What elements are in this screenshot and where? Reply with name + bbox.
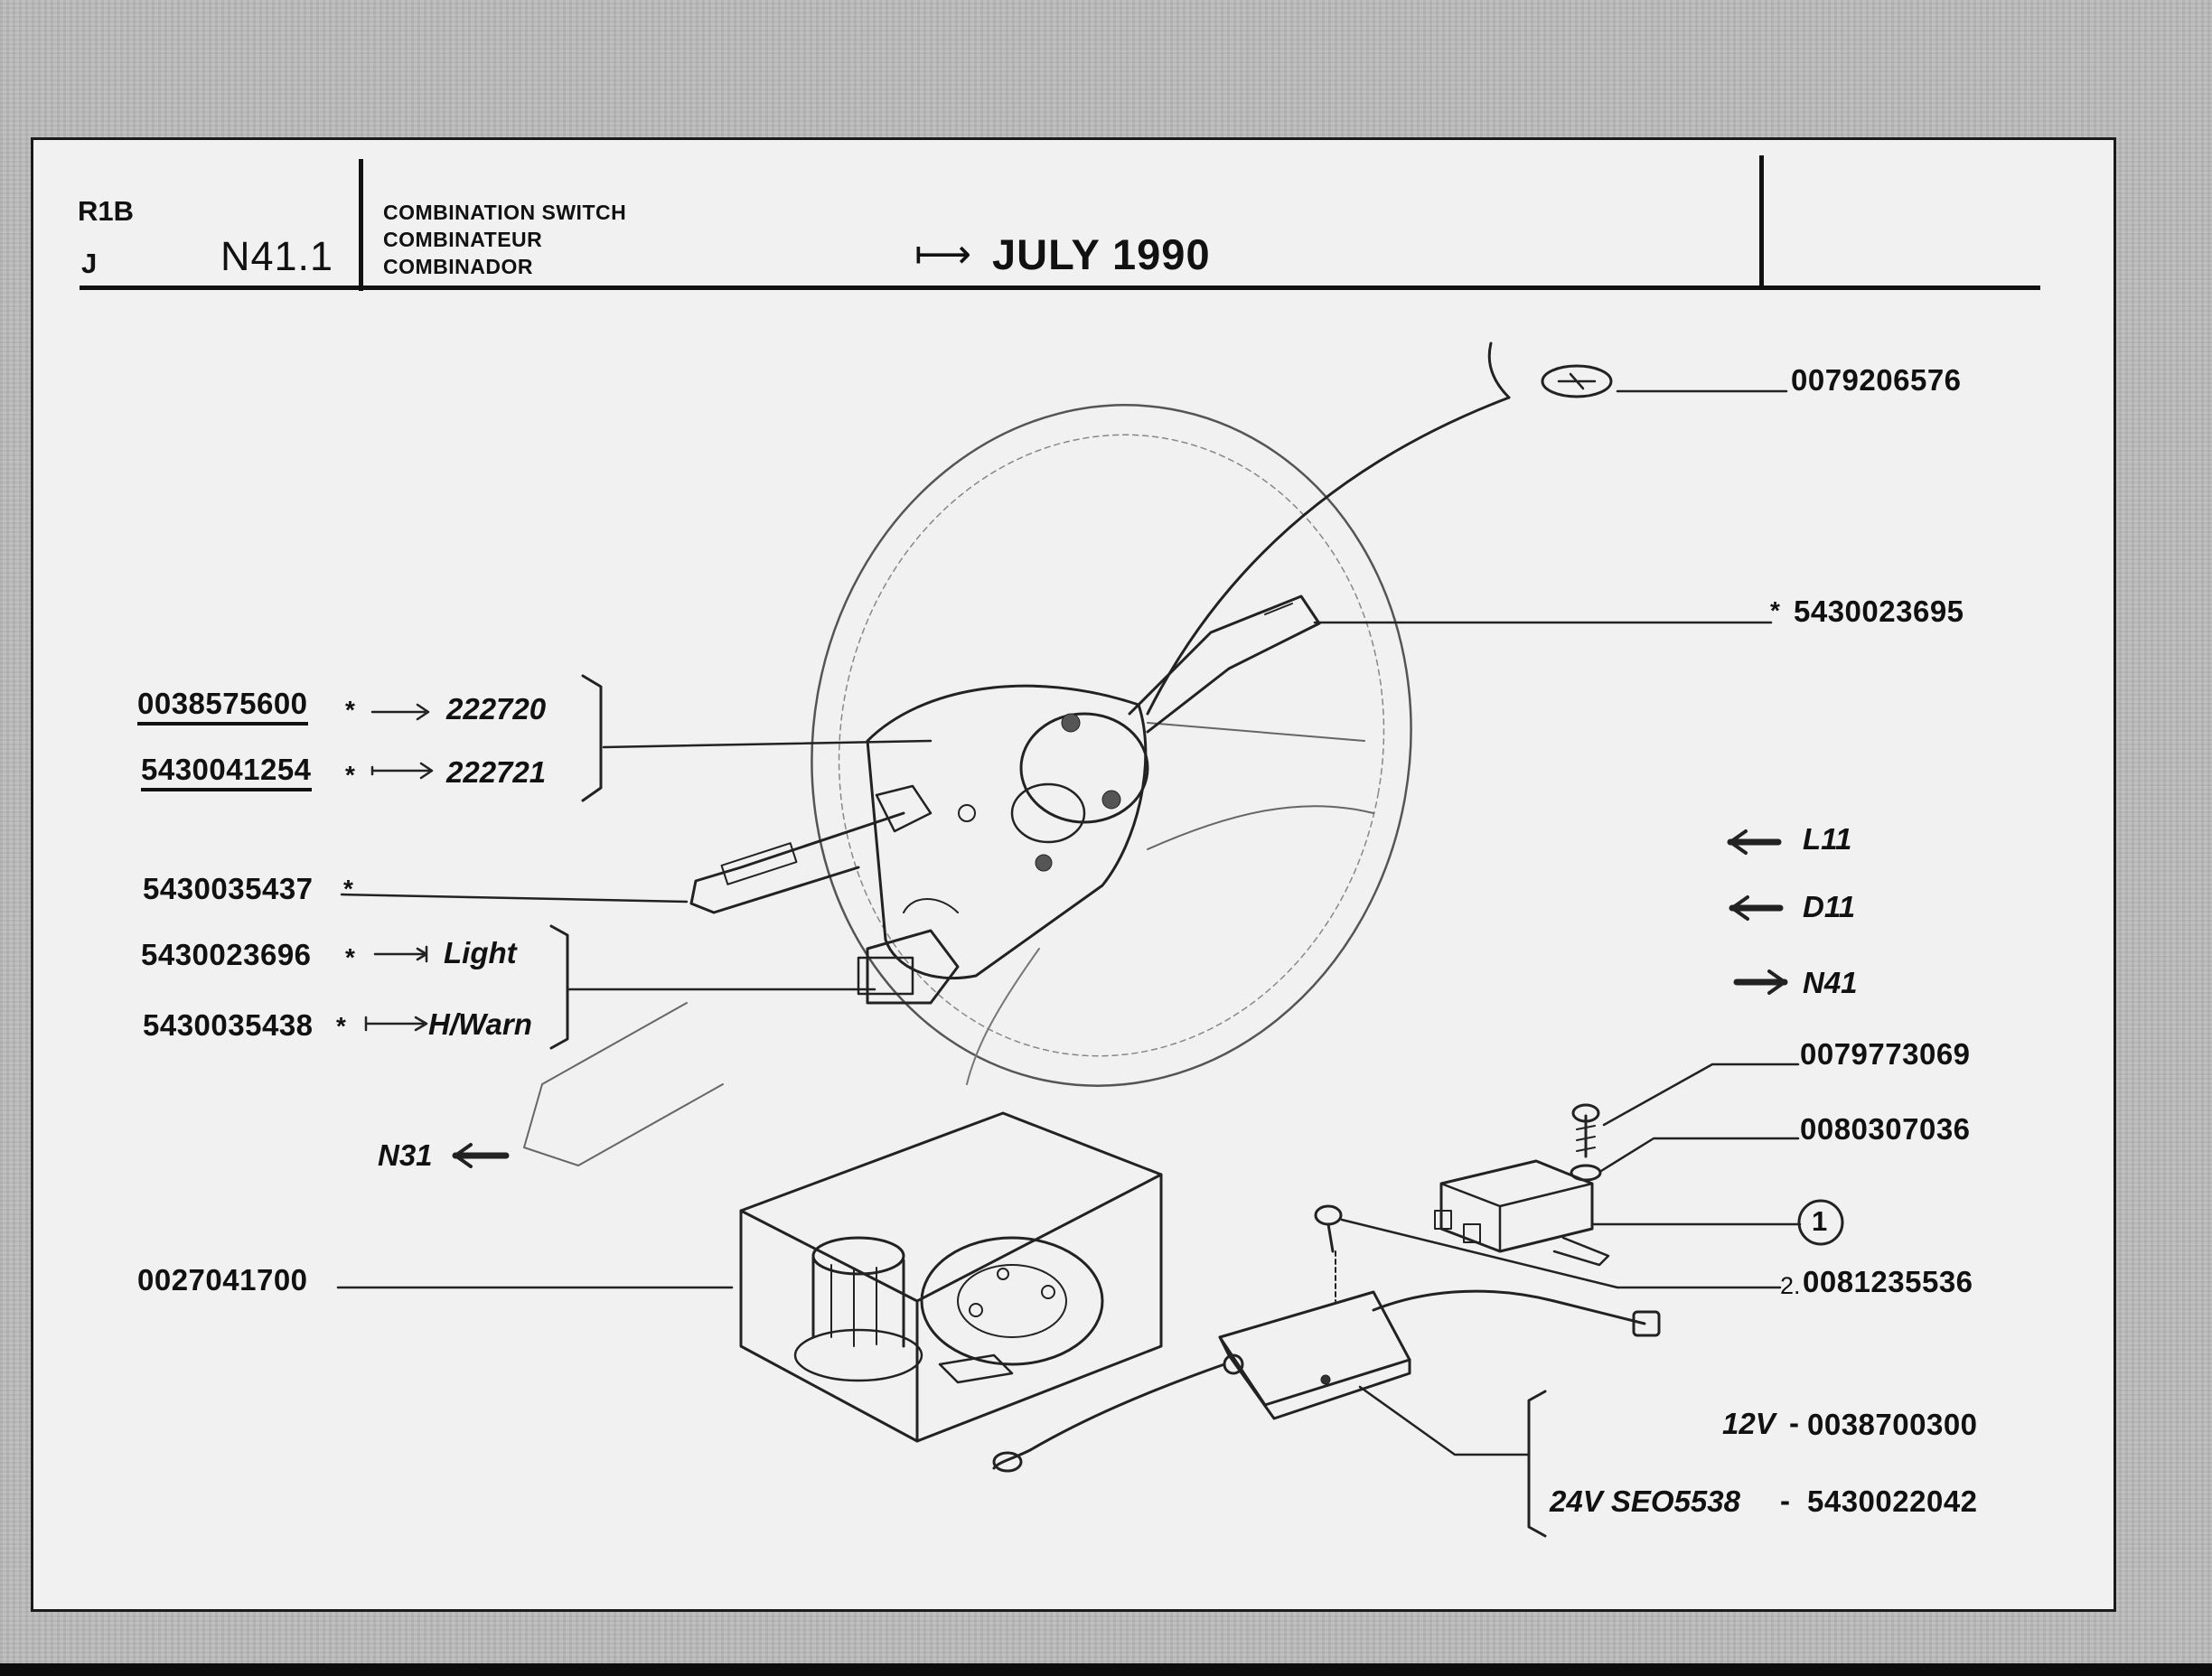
star-mark-hazard: * bbox=[336, 1012, 346, 1040]
scan-edge bbox=[0, 1663, 2212, 1676]
part-number-cover-box: 0027041700 bbox=[137, 1263, 308, 1297]
star-mark-switch-a: * bbox=[345, 696, 355, 724]
part-number-flasher-24v: 5430022042 bbox=[1807, 1484, 1978, 1518]
part-number-flasher-12v: 0038700300 bbox=[1807, 1408, 1978, 1441]
date-arrow-icon: ⟼ bbox=[914, 232, 972, 276]
title-fr: COMBINATEUR bbox=[383, 228, 543, 251]
title-en: COMBINATION SWITCH bbox=[383, 201, 627, 224]
screw-2-quantity: 2. bbox=[1780, 1272, 1801, 1299]
star-mark-light: * bbox=[345, 943, 355, 971]
part-number-indicator-lever: 5430035437 bbox=[143, 872, 314, 905]
title-es: COMBINADOR bbox=[383, 255, 533, 278]
cross-ref-l11: L11 bbox=[1803, 822, 1852, 856]
part-number-screw: 0079773069 bbox=[1800, 1037, 1971, 1071]
part-number-hazard-switch: 5430035438 bbox=[143, 1008, 314, 1042]
part-number-light-switch: 5430023696 bbox=[141, 938, 312, 971]
cross-ref-n41: N41 bbox=[1803, 966, 1858, 999]
callout-number: 1 bbox=[1812, 1205, 1828, 1237]
cross-ref-n31: N31 bbox=[378, 1138, 433, 1172]
variant-code: J bbox=[81, 248, 98, 279]
flasher-12v-label: 12V bbox=[1722, 1407, 1776, 1440]
effective-date: JULY 1990 bbox=[992, 230, 1211, 278]
model-code: R1B bbox=[78, 195, 135, 227]
parts-sheet bbox=[31, 137, 2116, 1612]
ref-switch-a: 222720 bbox=[446, 692, 547, 726]
star-mark-switch-b: * bbox=[345, 761, 355, 789]
flasher-12v-dash: - bbox=[1789, 1406, 1800, 1439]
header-rule bbox=[80, 286, 2040, 290]
part-number-washer: 0080307036 bbox=[1800, 1112, 1971, 1146]
ref-hazard-warning: H/Warn bbox=[428, 1007, 532, 1041]
flasher-24v-label: 24V SEO5538 bbox=[1550, 1484, 1740, 1518]
cross-ref-d11: D11 bbox=[1803, 890, 1856, 923]
part-number-switch-b: 5430041254 bbox=[141, 753, 312, 791]
section-code: N41.1 bbox=[220, 233, 334, 279]
part-number-wiper-switch: 5430023695 bbox=[1794, 595, 1964, 628]
part-number-switch-a: 0038575600 bbox=[137, 687, 308, 726]
part-number-screw-2: 0081235536 bbox=[1803, 1265, 1973, 1298]
ref-switch-b: 222721 bbox=[446, 755, 547, 789]
ref-light: Light bbox=[444, 936, 517, 969]
header-divider-right bbox=[1759, 155, 1764, 287]
star-mark-wiper: * bbox=[1770, 596, 1780, 624]
star-mark-indicator: * bbox=[343, 875, 353, 903]
header-divider-left bbox=[359, 159, 363, 291]
part-number-top-nut: 0079206576 bbox=[1791, 363, 1962, 397]
flasher-24v-dash: - bbox=[1780, 1484, 1791, 1517]
